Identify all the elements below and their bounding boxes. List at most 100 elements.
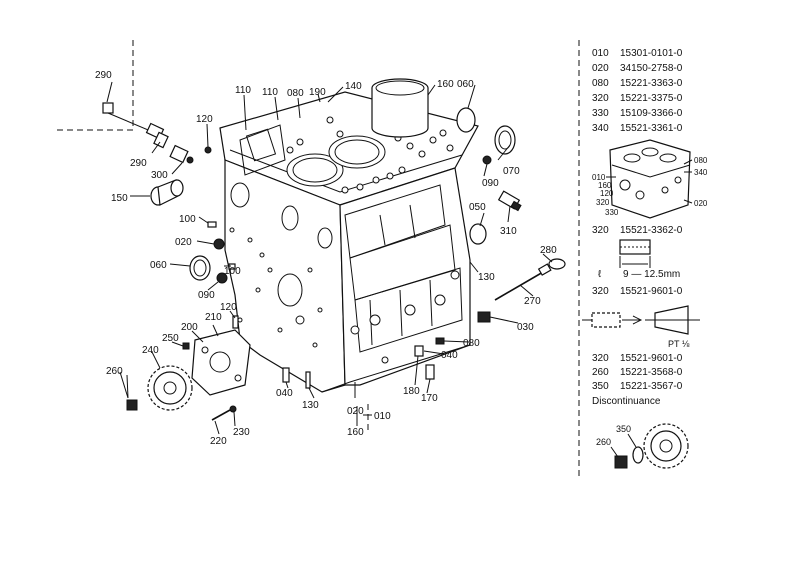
inset-340: 340 [694, 168, 708, 177]
plug-090b [216, 272, 228, 284]
callout-030: 030 [517, 322, 534, 333]
pin-130 [305, 371, 311, 389]
callout-110-b: 110 [262, 87, 278, 98]
pin-120b [232, 315, 239, 329]
part-no: 350 [592, 381, 609, 392]
callout-230: 230 [233, 427, 250, 438]
pin-dimension-drawing: ℓ 9 — 12.5mm [598, 239, 680, 280]
plug-090 [482, 155, 492, 165]
part-no: 260 [592, 367, 609, 378]
callout-080-b: 080 [463, 338, 480, 349]
callout-100-a: 100 [179, 214, 196, 225]
dipstick [494, 258, 566, 301]
callout-060-a: 060 [457, 79, 474, 90]
pump-gear [147, 365, 193, 411]
plug-020a [213, 238, 225, 250]
callout-130-a: 130 [478, 272, 495, 283]
callout-160-b: 160 [347, 427, 364, 438]
callout-300: 300 [151, 170, 168, 181]
part-number: 15221-3568-0 [620, 367, 683, 378]
part-no: 010 [592, 48, 609, 59]
callout-150: 150 [111, 193, 128, 204]
inset-block-illustration: 010 160 120 080 340 320 330 020 [592, 139, 708, 219]
part-number: 15301-0101-0 [620, 48, 683, 59]
inset-120: 120 [600, 189, 614, 198]
pin-100 [207, 221, 217, 228]
callout-090-b: 090 [198, 290, 215, 301]
part-no-320a: 320 [592, 225, 609, 236]
callout-080-a: 080 [287, 88, 304, 99]
part-number: 15221-3375-0 [620, 93, 683, 104]
callout-290-top: 290 [95, 70, 112, 81]
part-number-320a: 15521-3362-0 [620, 225, 683, 236]
callout-200: 200 [181, 322, 198, 333]
part-no-320b: 320 [592, 286, 609, 297]
inset-080: 080 [694, 156, 708, 165]
inset-010: 010 [592, 173, 606, 182]
callout-250: 250 [162, 333, 179, 344]
o-ring [494, 125, 516, 155]
callout-090-a: 090 [482, 178, 499, 189]
oil-seal [189, 255, 211, 281]
inset-350: 350 [616, 424, 631, 434]
part-number: 15221-3567-0 [620, 381, 683, 392]
dimension-symbol: ℓ [598, 269, 602, 280]
plug-080b [435, 337, 445, 345]
oil-pump [191, 329, 251, 396]
plug-conversion-drawing: PT ⅛ [582, 305, 700, 349]
callout-270: 270 [524, 296, 541, 307]
callout-180: 180 [403, 386, 420, 397]
cylinder-sleeve [371, 78, 429, 138]
bush-120 [204, 146, 212, 154]
callout-160: 160 [437, 79, 454, 90]
part-number-320b: 15521-9601-0 [620, 286, 683, 297]
callout-280: 280 [540, 245, 557, 256]
inset-330: 330 [605, 208, 619, 217]
parts-list-bottom: 320 15521-9601-0 260 15221-3568-0 350 15… [592, 353, 683, 407]
plug-upper [456, 107, 476, 133]
part-number: 15221-3363-0 [620, 78, 683, 89]
callout-170: 170 [421, 393, 438, 404]
callout-210: 210 [205, 312, 222, 323]
leader-lines [106, 81, 553, 435]
cup-plug [469, 223, 487, 245]
part-number: 15109-3366-0 [620, 108, 683, 119]
part-no: 080 [592, 78, 609, 89]
bolt-220 [211, 405, 237, 421]
part-number: 34150-2758-0 [620, 63, 683, 74]
part-number: 15521-9601-0 [620, 353, 683, 364]
callout-060-b: 060 [150, 260, 167, 271]
callout-190: 190 [309, 87, 326, 98]
callout-220: 220 [210, 436, 227, 447]
part-number: 15521-3361-0 [620, 123, 683, 134]
boundary-dash-left [57, 40, 134, 131]
inset-020: 020 [694, 199, 708, 208]
callout-120-a: 120 [196, 114, 213, 125]
nut-260 [126, 399, 138, 411]
plug-040a [414, 345, 424, 357]
bolt-170 [425, 364, 435, 380]
pin-040 [282, 367, 290, 383]
fitting-150 [150, 179, 184, 206]
inset-160: 160 [598, 181, 612, 190]
callout-050: 050 [469, 202, 486, 213]
part-no: 020 [592, 63, 609, 74]
part-no: 340 [592, 123, 609, 134]
callout-040-b: 040 [276, 388, 293, 399]
parts-list-top: 010 15301-0101-0 020 34150-2758-0 080 15… [592, 48, 683, 134]
callout-130-b: 130 [302, 400, 319, 411]
inset-320: 320 [596, 198, 610, 207]
part-no: 320 [592, 93, 609, 104]
callout-100-b: 100 [224, 266, 241, 277]
part-no: 330 [592, 108, 609, 119]
pt-thread-label: PT ⅛ [668, 339, 690, 349]
callout-140: 140 [345, 81, 362, 92]
callout-110-a: 110 [235, 85, 251, 96]
pin-250 [182, 342, 190, 350]
callout-020-a: 020 [175, 237, 192, 248]
callout-040-a: 040 [441, 350, 458, 361]
callout-120-b: 120 [220, 302, 237, 313]
callout-020-b: 020 [347, 406, 364, 417]
cylinder-block [219, 91, 479, 393]
